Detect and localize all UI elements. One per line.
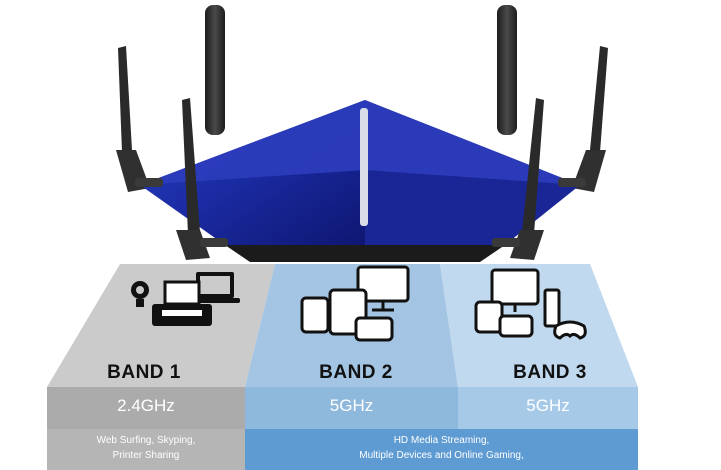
router-base <box>225 245 505 262</box>
band23-desc-strip <box>245 429 638 470</box>
band1-description-line-2: Printer Sharing <box>112 450 180 461</box>
devices-console-gamepad-icon <box>474 268 587 340</box>
antenna-front-left <box>182 98 200 234</box>
band23-description-line-2: Multiple Devices and Online Gaming, <box>359 450 524 461</box>
router-image <box>116 5 608 262</box>
band2-frequency: 5GHz <box>329 396 374 415</box>
band1-description-line-1: Web Surfing, Skyping, <box>96 435 196 446</box>
antenna-outer-left <box>118 46 132 152</box>
devices-monitor-tablet-phone-icon <box>300 265 410 342</box>
band2-freq-strip <box>245 387 458 429</box>
band1-title: BAND 1 <box>107 362 181 383</box>
antenna-front-right-base <box>510 230 544 260</box>
antenna-back-right <box>497 5 517 135</box>
antenna-back-left <box>205 5 225 135</box>
band3-panel <box>440 264 638 387</box>
band1-frequency: 2.4GHz <box>117 396 175 415</box>
band1-desc-strip <box>47 429 245 470</box>
band23-description-line-1: HD Media Streaming, <box>393 435 490 446</box>
band3-title: BAND 3 <box>513 362 587 383</box>
band3-frequency: 5GHz <box>526 396 570 415</box>
band-panels <box>47 264 638 470</box>
band3-freq-strip <box>458 387 638 429</box>
band23-description: HD Media Streaming, Multiple Devices and… <box>245 433 638 463</box>
antenna-front-left-base <box>176 230 210 260</box>
band1-freq-strip <box>47 387 245 429</box>
status-light-strip <box>360 108 368 226</box>
printer-camera-laptop-icon <box>131 272 240 326</box>
antenna-front-right <box>522 98 544 234</box>
band1-description: Web Surfing, Skyping, Printer Sharing <box>47 433 245 463</box>
band2-title: BAND 2 <box>319 362 393 383</box>
antenna-outer-right <box>590 46 608 152</box>
